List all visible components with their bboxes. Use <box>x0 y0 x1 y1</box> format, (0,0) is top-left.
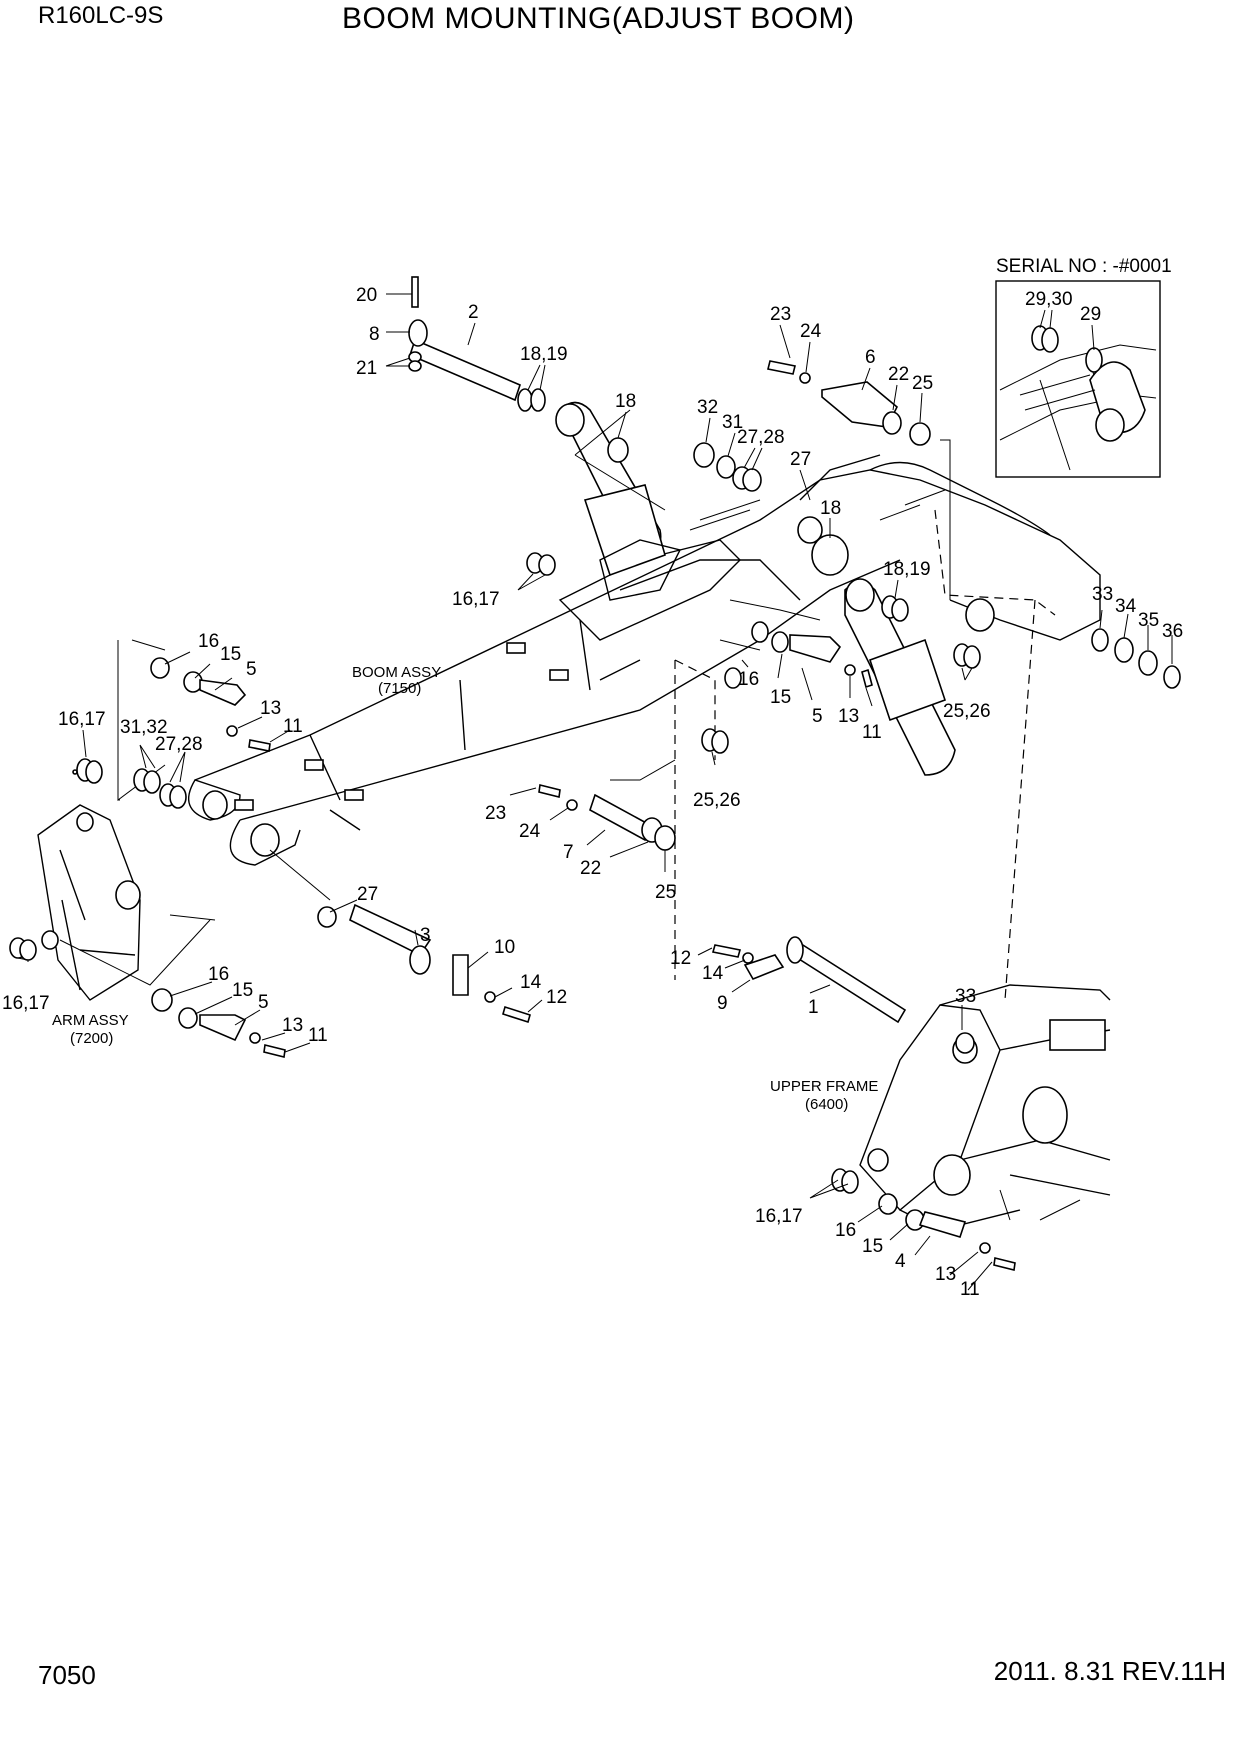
inset-caption: SERIAL NO : -#0001 <box>996 256 1172 277</box>
callout-27-top: 27 <box>790 449 811 470</box>
callout-9: 9 <box>717 993 728 1014</box>
callout-18-19-top: 18,19 <box>520 344 568 365</box>
callout-8: 8 <box>369 324 380 345</box>
callout-22-mid: 22 <box>580 858 601 879</box>
callout-inset-29: 29 <box>1080 304 1101 325</box>
callout-18-top: 18 <box>615 391 636 412</box>
callout-24-mid: 24 <box>519 821 541 842</box>
revision-date: 2011. 8.31 REV.11H <box>993 1656 1226 1686</box>
callout-20: 20 <box>356 285 377 306</box>
callout-16-arm: 16 <box>208 964 229 985</box>
callout-16-mid: 16 <box>738 669 759 690</box>
callout-31-32: 31,32 <box>120 717 168 738</box>
callout-23-top: 23 <box>770 304 791 325</box>
assembly-arm-name: ARM ASSY <box>52 1012 129 1029</box>
callout-10: 10 <box>494 937 515 958</box>
callout-11-left: 11 <box>283 716 303 737</box>
inset-detail: SERIAL NO : -#0001 29,30 29 <box>995 256 1172 478</box>
callout-14-right: 14 <box>702 963 724 984</box>
callout-34: 34 <box>1115 596 1137 617</box>
upper-frame-drawing: UPPER FRAME (6400) <box>770 984 1111 1231</box>
callout-22-top: 22 <box>888 364 909 385</box>
callout-25-mid: 25 <box>655 882 676 903</box>
callout-15-arm: 15 <box>232 980 253 1001</box>
assembly-arm-code: (7200) <box>70 1030 113 1047</box>
callout-25-26-mid: 25,26 <box>693 790 741 811</box>
assembly-upper-frame-code: (6400) <box>805 1096 848 1113</box>
callout-12-right: 12 <box>670 948 691 969</box>
callout-16-17-left: 16,17 <box>58 709 106 730</box>
callout-35: 35 <box>1138 610 1159 631</box>
callout-11-frame: 11 <box>960 1279 980 1300</box>
leader-lines <box>17 293 1173 1291</box>
callout-36: 36 <box>1162 621 1183 642</box>
callout-4: 4 <box>895 1251 906 1272</box>
callout-16-17-frame: 16,17 <box>755 1206 803 1227</box>
callout-27-28-left: 27,28 <box>155 734 203 755</box>
parts-glyphs <box>9 276 1181 1271</box>
callout-13-arm: 13 <box>282 1015 303 1036</box>
callout-18-mid: 18 <box>820 498 841 519</box>
callout-16-left: 16 <box>198 631 219 652</box>
callout-25-26-right: 25,26 <box>943 701 991 722</box>
callout-11-mid: 11 <box>862 722 882 743</box>
callout-16-frame: 16 <box>835 1220 856 1241</box>
callout-5-mid: 5 <box>812 706 823 727</box>
arm-assembly-drawing: ARM ASSY (7200) <box>37 804 141 1047</box>
callout-33-frame: 33 <box>955 986 976 1007</box>
model-number: R160LC-9S <box>38 2 164 29</box>
callout-32: 32 <box>697 397 718 418</box>
callout-7: 7 <box>563 842 574 863</box>
callout-1: 1 <box>808 997 819 1018</box>
assembly-upper-frame-name: UPPER FRAME <box>770 1078 878 1095</box>
callout-27-28-top: 27,28 <box>737 427 785 448</box>
boom-assembly-drawing <box>187 401 1101 866</box>
assembly-boom-name: BOOM ASSY <box>352 664 441 681</box>
callout-24-top: 24 <box>800 321 822 342</box>
callout-33-top: 33 <box>1092 584 1113 605</box>
callout-12-mid: 12 <box>546 987 567 1008</box>
callout-2: 2 <box>468 302 479 323</box>
callout-21: 21 <box>356 358 377 379</box>
page-title: BOOM MOUNTING(ADJUST BOOM) <box>342 2 855 35</box>
callout-15-frame: 15 <box>862 1236 883 1257</box>
callout-inset-29-30: 29,30 <box>1025 289 1073 310</box>
callout-labels: 20 8 21 2 18,19 18 23 24 6 22 25 32 31 2… <box>2 285 1183 1300</box>
callout-15-left: 15 <box>220 644 241 665</box>
callout-5-left: 5 <box>246 659 257 680</box>
callout-13-frame: 13 <box>935 1264 956 1285</box>
assembly-boom-code: (7150) <box>378 680 421 697</box>
callout-31: 31 <box>722 412 743 433</box>
callout-5-arm: 5 <box>258 992 269 1013</box>
callout-16-17-boom: 16,17 <box>452 589 500 610</box>
callout-23-mid: 23 <box>485 803 506 824</box>
callout-3: 3 <box>420 925 431 946</box>
callout-15-mid: 15 <box>770 687 791 708</box>
page-number: 7050 <box>38 1660 96 1690</box>
callout-13-mid: 13 <box>838 706 859 727</box>
callout-25-top: 25 <box>912 373 933 394</box>
callout-14-mid: 14 <box>520 972 542 993</box>
callout-11-arm: 11 <box>308 1025 328 1046</box>
callout-13-left: 13 <box>260 698 281 719</box>
callout-6: 6 <box>865 347 876 368</box>
callout-27-mid: 27 <box>357 884 378 905</box>
callout-18-19-mid: 18,19 <box>883 559 931 580</box>
callout-16-17-arm: 16,17 <box>2 993 50 1014</box>
